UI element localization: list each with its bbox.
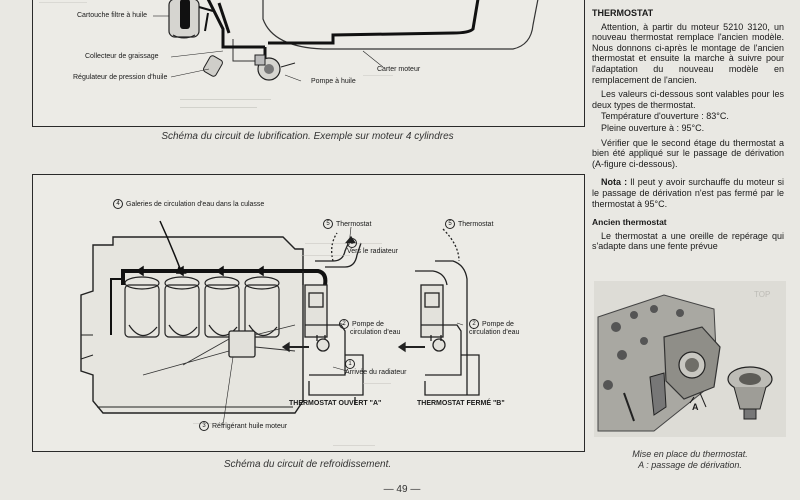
temperature-opening: Température d'ouverture : 83°C.	[601, 111, 729, 122]
thermostat-part	[727, 366, 773, 420]
oil-filter-cartridge	[168, 0, 200, 39]
thermostat-closed-assembly	[397, 228, 480, 396]
note: Nota : Il peut y avoir surchauffe du mot…	[592, 177, 784, 209]
label-filter-cartridge: Cartouche filtre à huile	[77, 12, 148, 19]
label-oil-pump: Pompe à huile	[311, 78, 356, 85]
thermostat-photo: TOP A	[594, 281, 786, 437]
svg-text:———————: ———————	[301, 252, 350, 259]
svg-text:—————: —————	[363, 73, 393, 79]
svg-text:————: ————	[363, 380, 391, 387]
lubrication-diagram-frame: ———————— ————— Cartouche filtre à huile …	[32, 0, 585, 127]
thermostat-open-assembly	[281, 232, 364, 405]
photo-caption: Mise en place du thermostat. A : passage…	[590, 449, 790, 471]
heading-thermostat: THERMOSTAT	[592, 8, 654, 18]
svg-text:—————: —————	[193, 420, 228, 427]
text-column: THERMOSTAT Attention, à partir du moteur…	[592, 8, 784, 256]
label-pressure-regulator: Régulateur de pression d'huile	[73, 74, 168, 81]
label-collector: Collecteur de graissage	[85, 53, 159, 60]
photo-caption-line-2: A : passage de dérivation.	[638, 460, 742, 470]
paragraph-check: Vérifier que le second étage du thermost…	[592, 137, 784, 169]
paragraph-old-thermostat: Le thermostat a une oreille de repérage …	[592, 230, 784, 252]
paragraph-values: Les valeurs ci-dessous sont valables pou…	[592, 89, 784, 110]
svg-text:——————: ——————	[333, 442, 375, 449]
page-number: — 49 —	[383, 484, 421, 495]
cylinders	[124, 276, 280, 338]
label-thermostat-open: THERMOSTAT OUVERT "A"	[289, 400, 382, 407]
ghost-show-through: ————————————————————————	[180, 96, 271, 111]
oil-pressure-regulator	[203, 55, 223, 77]
cooling-caption: Schéma du circuit de refroidissement.	[223, 459, 392, 470]
paragraph-new-thermostat: Attention, à partir du moteur 5210 3120,…	[592, 21, 784, 85]
svg-text:————————: ————————	[39, 0, 87, 6]
cooling-diagram: ——————————— ——————— ———— ————— ——————	[80, 220, 480, 449]
lubrication-diagram: ———————— —————	[39, 0, 539, 82]
photo-label-a: A	[692, 402, 699, 412]
oil-cooler	[142, 324, 296, 426]
label-thermostat-closed: THERMOSTAT FERMÉ "B"	[417, 400, 505, 407]
photo-caption-line-1: Mise en place du thermostat.	[632, 449, 748, 459]
full-opening: Pleine ouverture à : 95°C.	[601, 122, 705, 133]
lubrication-caption: Schéma du circuit de lubrification. Exem…	[161, 131, 454, 142]
label-crankcase: Carter moteur	[377, 66, 421, 73]
heading-old-thermostat: Ancien thermostat	[592, 217, 667, 228]
svg-text:———————————: ———————————	[305, 240, 382, 247]
oil-pump	[254, 54, 296, 81]
photo-ghost-label: TOP	[754, 290, 770, 299]
